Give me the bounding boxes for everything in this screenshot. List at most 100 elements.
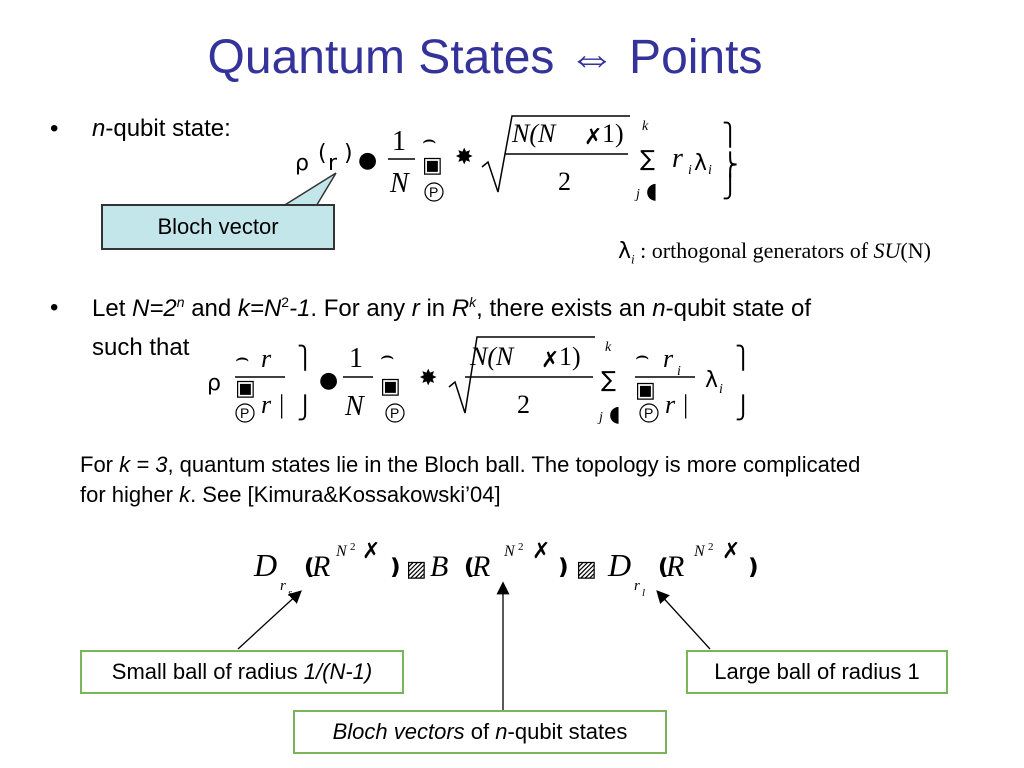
b2-sup-k: k <box>469 294 477 310</box>
bracket-glyph: ⎫ <box>722 121 739 148</box>
eq2-j-eq: ◖ <box>609 402 621 427</box>
rho-icon: ρ <box>207 371 221 396</box>
paren-glyph-3: ❪ <box>654 555 672 580</box>
star-glyph: ✸ <box>455 145 473 170</box>
large-ball-label: Large ball of radius 1 <box>686 650 948 694</box>
plus-icon-2: P <box>390 405 399 421</box>
minus-glyph-2: ✗ <box>532 539 550 564</box>
eq1-j: j <box>634 187 640 202</box>
subset-glyph-2: ▨ <box>576 557 597 582</box>
eq1-li: i <box>708 163 712 178</box>
identity-glyph: ▣ <box>235 376 256 401</box>
eq3-D1: D <box>253 547 277 583</box>
eq3-D2: D <box>607 547 631 583</box>
bracket-glyph: ⎫ <box>297 344 314 371</box>
note-line-1: For k = 3, quantum states lie in the Blo… <box>80 452 860 478</box>
bracket-glyph-3: ⎭ <box>722 173 739 200</box>
star-glyph: ✸ <box>419 366 437 391</box>
hat-glyph-3: ⌢ <box>635 344 649 369</box>
eq3-sq1: 2 <box>350 541 356 553</box>
bullet-1-label: -qubit state: <box>105 115 231 142</box>
b2-sup-n: n <box>176 294 185 310</box>
arrow-large-ball <box>656 590 711 650</box>
eq3-R2: R <box>471 550 490 583</box>
eq2-k: k <box>605 340 612 355</box>
bullet-2-line-2: such that <box>92 334 190 361</box>
small-ball-radius: 1/(N-1) <box>303 659 373 684</box>
paren-close-glyph-2: ❫ <box>554 555 572 580</box>
equals-icon: ● <box>358 148 377 173</box>
lambda-icon: λ <box>618 239 632 264</box>
b2-r: r <box>411 295 420 322</box>
eq1-N: N <box>389 168 410 199</box>
eq2-j: j <box>597 410 603 425</box>
b2-R: R <box>451 295 470 322</box>
equals-icon: ● <box>319 368 338 393</box>
subset-glyph: ▨ <box>406 557 427 582</box>
paren-glyph: ❪ <box>300 555 318 580</box>
eq3-sq3: 2 <box>708 541 714 553</box>
bullet-1-text: n-qubit state: <box>92 115 231 143</box>
bullet-2-dot: • <box>50 294 59 321</box>
eq1-two: 2 <box>558 167 571 196</box>
minus-glyph: ✗ <box>362 539 380 564</box>
eq3-N2: N <box>503 543 516 560</box>
hat-glyph-2: ⌢ <box>380 344 394 369</box>
eq3-rs: r <box>280 578 286 594</box>
eq3-l: l <box>642 587 645 599</box>
sum-icon: ∑ <box>640 147 655 172</box>
bullet-2-line-1: Let N=2n and k=N2-1. For any r in Rk, th… <box>92 294 811 323</box>
eq1-one: 1 <box>392 126 406 157</box>
b2-sup-2: 2 <box>281 294 290 310</box>
bloch-vectors-label: Bloch vectors of n-qubit states <box>293 710 667 754</box>
eq2-N: N <box>344 391 365 422</box>
bloch-vectors-tail: -qubit states <box>507 719 628 744</box>
paren-glyph-2: ❪ <box>460 555 478 580</box>
generators-text: : orthogonal generators of <box>640 238 869 263</box>
bloch-vectors-em: Bloch vectors <box>332 719 465 744</box>
eq3-R1: R <box>311 550 330 583</box>
plus-icon: P <box>240 405 249 421</box>
identity-glyph-2: ▣ <box>380 374 401 399</box>
note-l2-a: for higher <box>80 482 180 507</box>
eq2-ri-sub: i <box>677 364 681 379</box>
paren-close-glyph-3: ❫ <box>744 555 762 580</box>
hat-glyph: ⌢ <box>235 346 249 371</box>
var-n: n <box>92 115 106 142</box>
generators-sub: i <box>631 251 635 267</box>
eq2-one: 1 <box>349 343 363 374</box>
bullet-1-dot: • <box>50 115 59 142</box>
eq3-rl: r <box>634 578 640 594</box>
bloch-vector-label: Bloch vector <box>101 204 335 250</box>
eq1-j-eq: ◖ <box>646 179 658 204</box>
identity-glyph-3: ▣ <box>635 378 656 403</box>
b2-N-eq: N=2 <box>132 295 177 322</box>
eq1-num-tail: 1) <box>602 119 624 148</box>
generators-note: λi : orthogonal generators of SU(N) <box>618 238 931 267</box>
bracket-glyph-3: ⎫ <box>735 344 752 371</box>
lambda-icon: λ <box>705 368 718 393</box>
r-arg-glyph: r <box>328 151 338 176</box>
b2-p4: in <box>419 295 452 322</box>
eq2-r-den: r | <box>261 390 285 419</box>
note-l1-b: , quantum states lie in the Bloch ball. … <box>167 452 861 477</box>
b2-p1: Let <box>92 295 133 322</box>
eq1-ri: i <box>688 163 692 178</box>
paren-close-glyph: ❫ <box>386 555 404 580</box>
note-l1-k: k = 3 <box>119 452 168 477</box>
sum-icon: ∑ <box>601 368 616 393</box>
eq3-B: B <box>430 550 448 583</box>
lambda-icon: λ <box>694 151 707 176</box>
equation-density-matrix: ρ ( r ) ● 1 N ⌢ ▣ P ✸ N(N ✗ 1) 2 k ∑ j ◖… <box>295 115 739 204</box>
rho-icon: ρ <box>295 151 309 176</box>
bracket-glyph-2: ⎭ <box>297 394 314 421</box>
eq3-R3: R <box>665 550 684 583</box>
eq1-k: k <box>642 119 649 134</box>
eq1-r: r <box>672 143 683 174</box>
small-ball-text: Small ball of radius <box>111 659 304 684</box>
b2-k-tail: -1 <box>289 295 311 322</box>
paren-close-glyph: ) <box>344 141 353 166</box>
note-l1-a: For <box>80 452 120 477</box>
bracket-top-glyph: ⌢ <box>422 128 436 153</box>
